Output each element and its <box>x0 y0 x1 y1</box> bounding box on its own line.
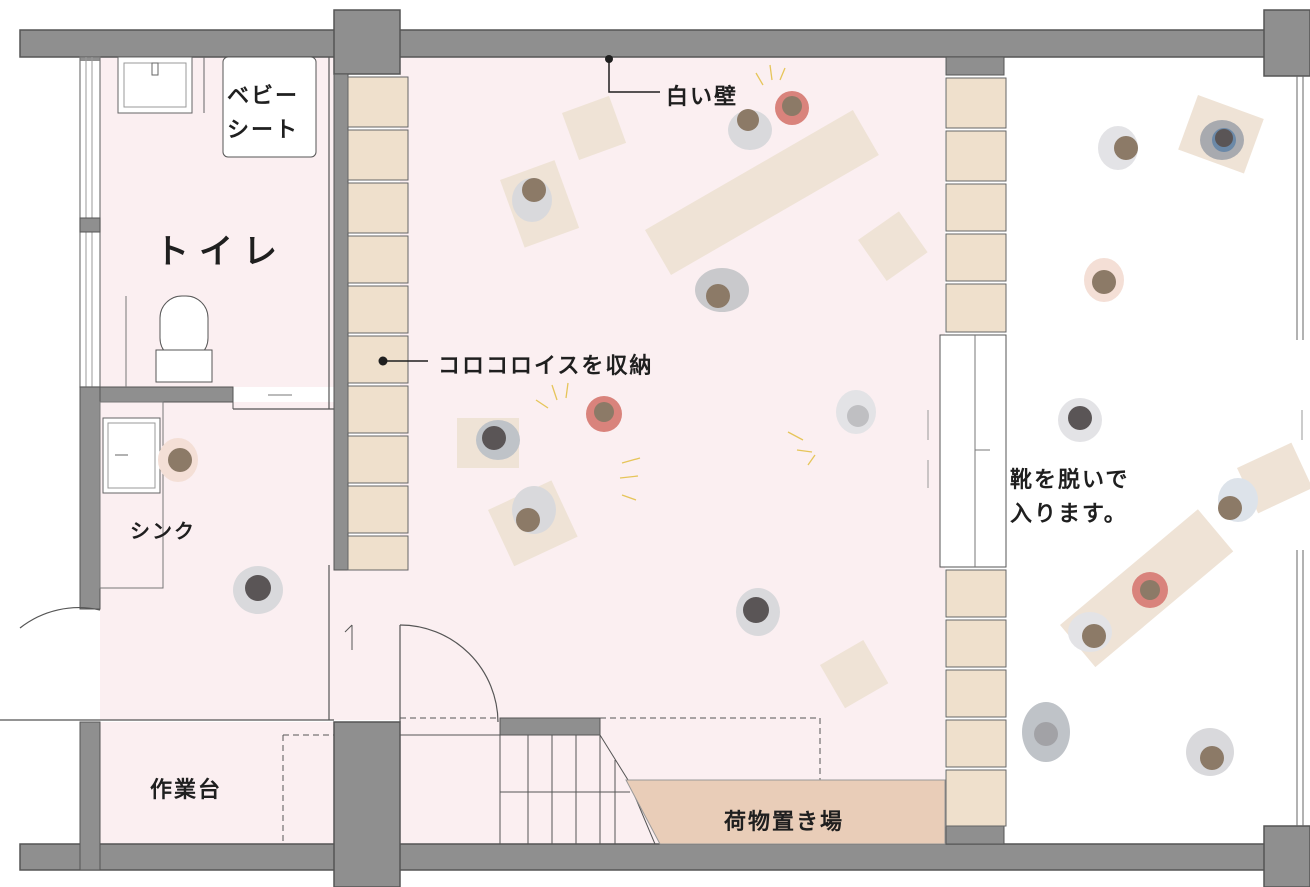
leader-line-stool-storage <box>378 356 428 366</box>
workbench-label: 作業台 <box>150 778 223 803</box>
stool-storage-label: コロコロイスを収納 <box>438 354 654 379</box>
column <box>333 9 401 75</box>
bottom-wall <box>19 843 1310 871</box>
stool <box>858 211 928 281</box>
baby-seat-label-1: ベビー <box>227 84 300 109</box>
shoes-label-1: 靴を脱いで <box>1010 468 1130 493</box>
column <box>1263 9 1310 77</box>
leader-line-white-wall <box>605 55 660 93</box>
sink-basin <box>102 417 161 494</box>
baby-seat-label-2: シート <box>227 118 300 143</box>
column <box>333 721 401 887</box>
white-wall-label: 白い壁 <box>666 85 739 110</box>
right-shelf <box>945 77 1007 827</box>
left-wall <box>79 386 101 610</box>
baby-seat <box>222 56 317 158</box>
sink-label: シンク <box>130 519 196 543</box>
stool <box>820 640 889 709</box>
people <box>158 91 1258 776</box>
hall-floor <box>334 570 400 720</box>
shoes-label-2: 入ります。 <box>1010 502 1128 527</box>
entrance-step <box>939 334 1007 568</box>
sink-counter <box>99 401 164 589</box>
luggage-label: 荷物置き場 <box>724 810 845 835</box>
luggage-area <box>625 779 946 845</box>
workbench-floor <box>100 722 334 844</box>
stair-landing-wall <box>499 717 601 736</box>
toilet-label: トイレ <box>155 232 287 272</box>
long-table <box>645 110 879 276</box>
stool-shelf <box>347 76 409 571</box>
top-wall <box>19 29 1310 58</box>
column <box>1263 825 1310 887</box>
stool <box>562 95 627 160</box>
storage-wall <box>333 73 349 571</box>
sparkle <box>535 64 816 501</box>
